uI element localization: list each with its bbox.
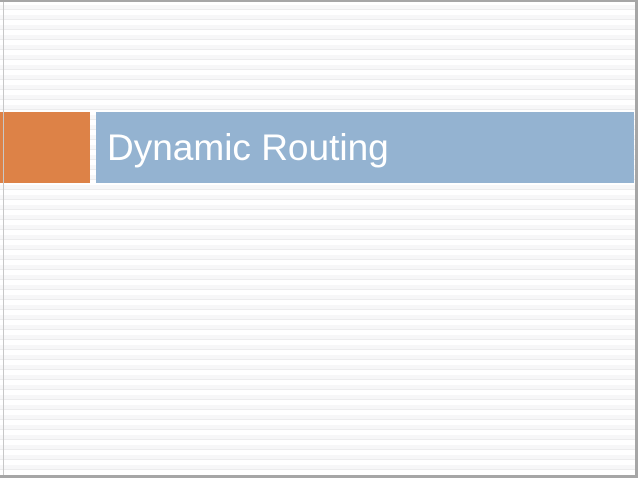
slide-frame-left-rule <box>3 2 4 475</box>
slide-title-band: Dynamic Routing <box>0 112 638 183</box>
title-accent-block <box>0 112 90 183</box>
slide-title: Dynamic Routing <box>107 127 389 168</box>
slide-body-placeholder[interactable] <box>10 192 628 468</box>
title-bar: Dynamic Routing <box>96 112 634 183</box>
